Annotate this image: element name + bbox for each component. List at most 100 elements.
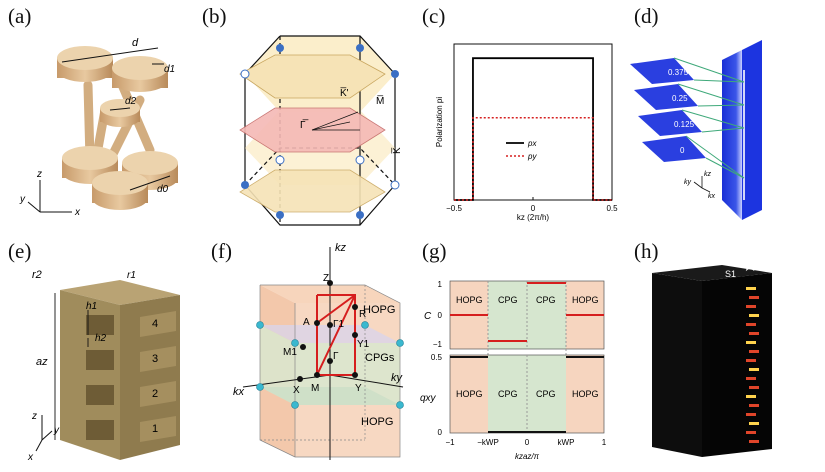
- xtick-kwp: kWP: [558, 438, 575, 447]
- axis-kx: kx: [708, 193, 716, 200]
- layer-1: 1: [152, 423, 158, 435]
- slices: [630, 58, 706, 162]
- axis-y: y: [19, 194, 26, 205]
- slab-side: [742, 40, 762, 220]
- pt-r: R: [359, 309, 366, 320]
- point-leaders: [311, 111, 360, 131]
- panel-b: (b) K̅' M̅ Γ̅ K̅: [200, 0, 410, 235]
- slice-0375: 0.375: [668, 68, 689, 77]
- chart-ylabel: Polarization pi: [435, 97, 444, 147]
- dim-h2: h2: [95, 333, 107, 344]
- x-tick-label: 0.5: [606, 204, 618, 213]
- axis-z-e: z: [31, 411, 37, 422]
- dim-r1: r1: [127, 270, 136, 281]
- panel-a-figure: d d1 d2 d0 z y x: [19, 37, 178, 218]
- panel-a: (a) d d1 d2 d0: [0, 0, 200, 230]
- pt-m: M: [311, 383, 319, 394]
- panel-e-label: (e): [8, 239, 32, 263]
- bottom-region-3: CPG: [536, 389, 556, 399]
- label-k-bar: K̅: [391, 147, 403, 154]
- h-top: [652, 265, 772, 281]
- panel-b-figure: K̅' M̅ Γ̅ K̅: [239, 35, 403, 226]
- axis-ky-f: ky: [391, 372, 404, 384]
- chart-xlabel: kz (2π/h): [517, 213, 550, 222]
- top-ytick-0: 0: [438, 311, 443, 320]
- axis-kz: kz: [704, 171, 712, 178]
- pt-y: Y: [355, 383, 362, 394]
- legend-px-label: px: [527, 139, 537, 148]
- hotspot: [749, 404, 759, 407]
- f-edges: [259, 284, 401, 458]
- chern-line: [450, 282, 604, 342]
- bottom-cylinders: [62, 146, 178, 210]
- f-points: [297, 280, 358, 382]
- hotspot: [746, 359, 756, 362]
- layer-4: 4: [152, 318, 158, 330]
- bottom-region-2: CPG: [498, 389, 518, 399]
- h-front: [702, 273, 772, 457]
- axis-x: x: [74, 207, 81, 218]
- top-region-4: HOPG: [572, 295, 599, 305]
- layer-3: 3: [152, 353, 158, 365]
- xtick-m1: −1: [445, 438, 455, 447]
- layer-slots: [86, 311, 176, 442]
- high-symmetry-points: [240, 44, 400, 219]
- pt-m1: M1: [283, 347, 297, 358]
- region-hopg-bottom: HOPG: [361, 416, 393, 428]
- x-tick-label: 0: [531, 204, 536, 213]
- dim-r2: r2: [32, 269, 42, 281]
- bottom-region-1: HOPG: [456, 389, 483, 399]
- panel-f-label: (f): [211, 239, 232, 263]
- slice-0125: 0.125: [674, 120, 695, 129]
- slab-front: [722, 50, 742, 220]
- star-icon: ★: [742, 255, 758, 275]
- top-region-1: HOPG: [456, 295, 483, 305]
- label-gamma-bar: Γ̅: [300, 119, 309, 131]
- hotspot: [746, 413, 756, 416]
- top-plane: [239, 54, 386, 99]
- panel-f: (f) kz kx ky Z A R Γ1: [205, 235, 412, 467]
- hotspot: [749, 332, 759, 335]
- hotspot: [746, 287, 756, 290]
- hotspot: [749, 368, 759, 371]
- pt-x: X: [293, 385, 300, 396]
- panel-a-label: (a): [8, 4, 32, 28]
- hotspot: [749, 422, 759, 425]
- dim-d2: d2: [125, 96, 137, 107]
- panel-e: (e) 4 3 2 1 r2 r1 h1 h2 az z y x: [0, 235, 205, 467]
- bottom-ylabel: qxy: [420, 393, 437, 404]
- qxy-line: [450, 356, 604, 433]
- panel-g-label: (g): [422, 239, 447, 263]
- axis-kz-f: kz: [335, 242, 347, 254]
- pt-y1: Y1: [357, 339, 370, 350]
- top-cylinders: [57, 46, 168, 127]
- hotspot: [749, 314, 759, 317]
- axes-a: [27, 180, 72, 213]
- pt-gamma1: Γ1: [333, 319, 345, 330]
- marker-s1: S1: [725, 269, 736, 279]
- hotspot: [746, 323, 756, 326]
- panel-h-label: (h): [634, 239, 659, 263]
- axes-d: [693, 176, 711, 193]
- hotspot: [749, 350, 759, 353]
- panel-g-figure: HOPG CPG CPG HOPG C 1 0 −1 HOPG CPG CPG …: [420, 280, 607, 461]
- axis-kx-f: kx: [233, 386, 245, 398]
- g-xlabel: kzaz/π: [515, 452, 540, 461]
- top-ytick-m1: −1: [433, 340, 443, 349]
- series-px: [454, 57, 612, 201]
- legend-py-label: py: [527, 152, 537, 161]
- top-ytick-1: 1: [438, 280, 443, 289]
- panel-d-figure: 0.375 0.25 0.125 0 kz ky kx: [630, 40, 762, 220]
- dim-d0: d0: [157, 184, 169, 195]
- hotspot: [749, 296, 759, 299]
- panel-f-figure: kz kx ky Z A R Γ1 M1 Y1 Γ X M Y HOPG CPG…: [233, 242, 404, 460]
- f-weyl-points: [256, 321, 404, 409]
- hotspot: [746, 341, 756, 344]
- h-left: [652, 273, 702, 457]
- xtick-mkwp: −kWP: [477, 438, 499, 447]
- hotspot: [749, 440, 759, 443]
- top-region-2: CPG: [498, 295, 518, 305]
- chart-frame: [453, 43, 613, 201]
